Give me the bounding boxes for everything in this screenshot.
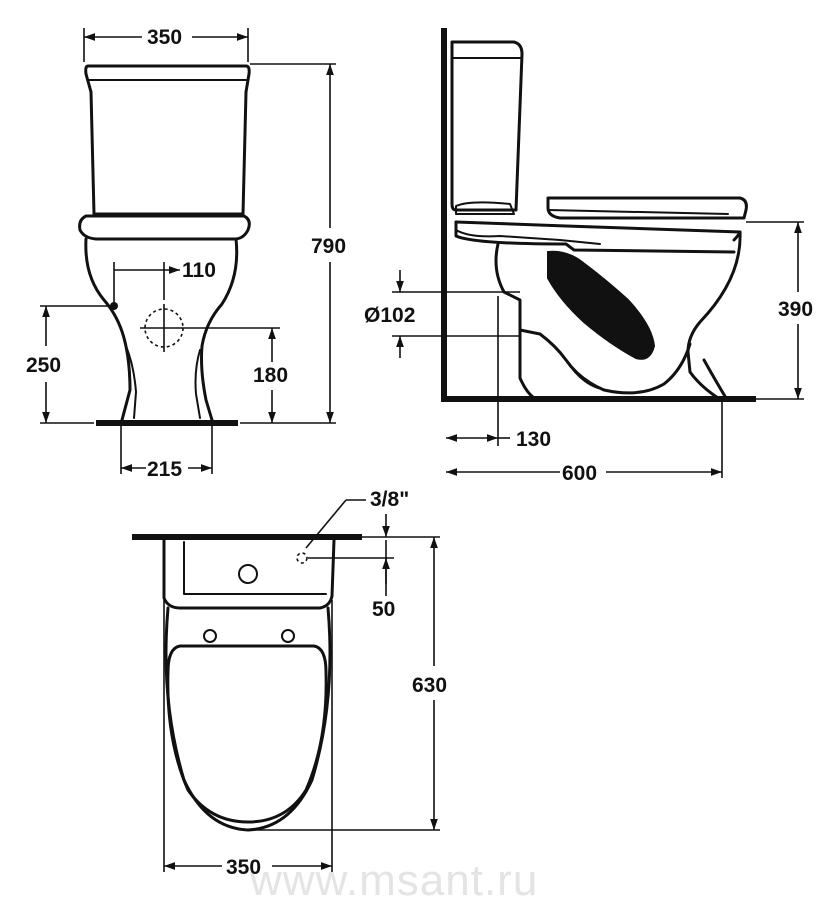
top-flush-button	[238, 564, 258, 584]
front-bowl-outline	[84, 237, 239, 422]
dim-outlet-height: 180	[253, 364, 288, 387]
front-seat-rim	[78, 214, 251, 241]
side-cistern-outline	[450, 40, 524, 212]
dim-base-width: 215	[147, 458, 182, 481]
top-hinge-right	[281, 629, 295, 643]
dim-top-width: 350	[226, 856, 261, 879]
dim-seat-height: 390	[778, 298, 813, 321]
dim-top-depth: 630	[412, 674, 447, 697]
dim-inlet-size: 3/8"	[370, 488, 409, 511]
dim-inlet-height: 250	[26, 354, 61, 377]
top-cistern-outline	[162, 538, 336, 610]
dim-outlet-diameter: Ø102	[364, 304, 415, 327]
side-bowl-outline	[686, 230, 742, 400]
dim-front-height: 790	[311, 235, 346, 258]
dim-total-depth: 600	[562, 462, 597, 485]
dim-front-width: 350	[147, 26, 182, 49]
top-hinge-left	[203, 629, 217, 643]
side-view: Ø102 390 130 600	[364, 28, 813, 485]
side-trapway	[547, 250, 656, 360]
watermark: www.msant.ru	[249, 856, 538, 900]
front-cistern-outline	[84, 64, 251, 216]
front-inlet-dot	[110, 302, 118, 310]
top-seat-outline	[164, 606, 332, 832]
front-view: 350 790 110 250 180 215	[26, 26, 346, 481]
dim-inlet-offset: 110	[182, 259, 216, 282]
top-lid-outline	[166, 644, 328, 824]
dim-inlet-offset-top: 50	[372, 598, 395, 621]
top-inlet-circle	[296, 552, 308, 564]
side-seat-outline	[546, 196, 748, 220]
top-view: 3/8" 50 630 350	[132, 488, 447, 879]
dim-outlet-offset: 130	[516, 428, 551, 451]
